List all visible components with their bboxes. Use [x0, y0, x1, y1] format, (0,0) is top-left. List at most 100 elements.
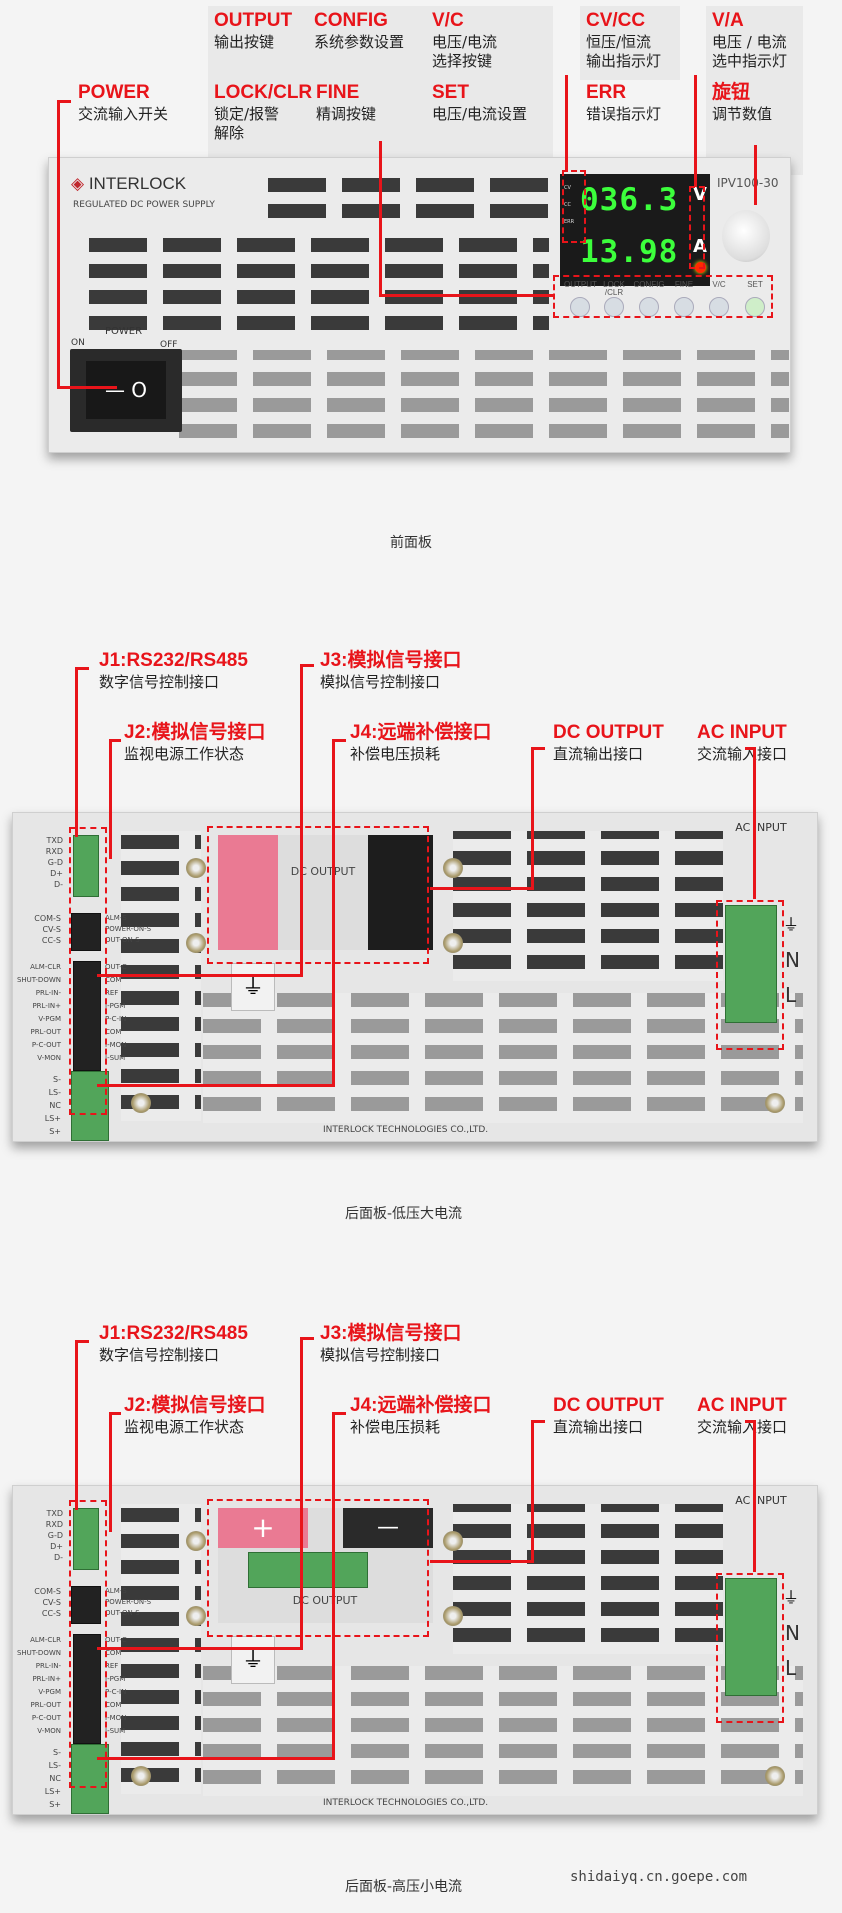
rear-footer: INTERLOCK TECHNOLOGIES CO.,LTD. — [323, 1798, 489, 1808]
j2-connector[interactable] — [71, 1586, 101, 1624]
buttons-highlight — [553, 275, 773, 318]
j1-connector[interactable] — [73, 835, 99, 897]
button-label: CONFIG — [633, 280, 665, 289]
ac-input-connector[interactable] — [725, 1578, 777, 1696]
adjust-knob[interactable] — [722, 210, 770, 262]
front-vents-bottom — [179, 350, 789, 450]
on-label: ON — [71, 338, 85, 348]
leader-j1 — [75, 1340, 78, 1510]
leader-power-h — [57, 386, 117, 389]
power-switch[interactable]: — O — [70, 349, 182, 432]
j2-connector[interactable] — [71, 913, 101, 951]
leader-j2-top — [109, 1412, 121, 1415]
leader-j3 — [300, 1337, 303, 1649]
leader-ac-top — [745, 747, 756, 750]
label-j2: J2:模拟信号接口监视电源工作状态 — [124, 1395, 266, 1436]
leader-j2 — [109, 739, 112, 859]
leader-j3-h — [97, 1647, 303, 1650]
ac-input-label: AC INPUT — [735, 1494, 787, 1507]
ac-input-highlight — [716, 900, 784, 1050]
indicator-highlight — [562, 170, 586, 243]
screw — [443, 858, 463, 878]
j2-right-labels: ALM-S POWER-ON-S OUT-ON-S — [105, 914, 152, 944]
model-label: IPV100-30 — [717, 176, 779, 190]
leader-dc-h — [430, 1560, 534, 1563]
leader-knob — [754, 145, 757, 205]
j4-pin-labels: S- LS- NC LS+ S+ — [44, 1748, 61, 1809]
screw — [131, 1093, 151, 1113]
power-label: POWER — [105, 326, 143, 337]
rear-vents-right — [453, 831, 723, 981]
screw — [186, 1531, 206, 1551]
front-vents-top — [268, 178, 548, 230]
button-label: SET — [747, 280, 763, 289]
label-j4: J4:远端补偿接口补偿电压损耗 — [350, 1395, 492, 1436]
j1-pin-labels: TXD RXD G-D D+ D- — [45, 1509, 63, 1562]
j2-left-labels: COM-S CV-S CC-S — [34, 1587, 61, 1618]
indicator-leds: CV CC ERR — [564, 185, 575, 225]
leader-j4-h — [97, 1757, 335, 1760]
j3-connector[interactable] — [73, 961, 101, 1071]
front-vents-left — [89, 238, 549, 342]
dc-output-terminal[interactable]: DC OUTPUT — [218, 835, 433, 950]
j4-pin-labels: S- LS- NC LS+ S+ — [44, 1075, 61, 1136]
dc-negative: — — [343, 1508, 433, 1548]
rear-vents-bottom — [203, 1666, 803, 1796]
brand-logo: ◈ INTERLOCK — [71, 174, 187, 193]
j1-connector[interactable] — [73, 1508, 99, 1570]
ac-input-highlight — [716, 1573, 784, 1723]
rear-caption: 后面板-低压大电流 — [345, 1206, 463, 1222]
screw — [443, 1606, 463, 1626]
label-j3: J3:模拟信号接口模拟信号控制接口 — [320, 650, 462, 691]
rear-footer: INTERLOCK TECHNOLOGIES CO.,LTD. — [323, 1125, 489, 1135]
screw — [186, 858, 206, 878]
ground-terminal: ⏚ — [231, 963, 275, 1011]
rear-panel: TXD RXD G-D D+ D- COM-S CV-S CC-S ALM-S … — [12, 812, 818, 1142]
brand-subtitle: REGULATED DC POWER SUPPLY — [73, 200, 215, 210]
switch-rocker: — O — [86, 361, 166, 419]
dc-output-label: DC OUTPUT — [290, 865, 356, 878]
dc-negative — [368, 835, 433, 950]
dc-output-terminal[interactable]: + — DC OUTPUT — [218, 1508, 433, 1623]
ac-input-connector[interactable] — [725, 905, 777, 1023]
voltage-readout: 036.3 — [580, 182, 679, 218]
ac-input-label: AC INPUT — [735, 821, 787, 834]
front-caption: 前面板 — [390, 535, 432, 551]
leader-power — [57, 100, 60, 388]
leader-j1 — [75, 667, 78, 837]
j4-connector[interactable] — [71, 1744, 109, 1814]
current-readout: 13.98 — [580, 234, 679, 270]
l-label: L — [785, 1656, 797, 1680]
logo-icon: ◈ — [71, 174, 85, 193]
screw — [186, 1606, 206, 1626]
n-label: N — [785, 948, 800, 972]
leader-j4-top — [332, 739, 346, 742]
va-highlight — [689, 186, 705, 269]
button-label: FINE — [674, 280, 694, 289]
screw — [765, 1093, 785, 1113]
rear-caption: 后面板-高压小电流 — [345, 1879, 463, 1895]
leader-j3 — [300, 664, 303, 976]
dc-positive — [218, 835, 278, 950]
leader-j1-top — [75, 667, 89, 670]
dc-output-label: DC OUTPUT — [292, 1594, 358, 1607]
front-panel: ◈ INTERLOCK REGULATED DC POWER SUPPLY CV… — [48, 157, 791, 453]
j3-right-labels: OUT-C COM REF I-PGM P-C-IN COM I-MON I-S… — [105, 963, 127, 1062]
label-j3: J3:模拟信号接口模拟信号控制接口 — [320, 1323, 462, 1364]
leader-ac-top — [745, 1420, 756, 1423]
j2-left-labels: COM-S CV-S CC-S — [34, 914, 61, 945]
j4-connector[interactable] — [71, 1071, 109, 1141]
ground-symbol: ⏚ — [783, 1588, 800, 1607]
dc-output-connector[interactable] — [248, 1552, 368, 1588]
screw — [765, 1766, 785, 1786]
j3-connector[interactable] — [73, 1634, 101, 1744]
rear-vents-right — [453, 1504, 723, 1654]
